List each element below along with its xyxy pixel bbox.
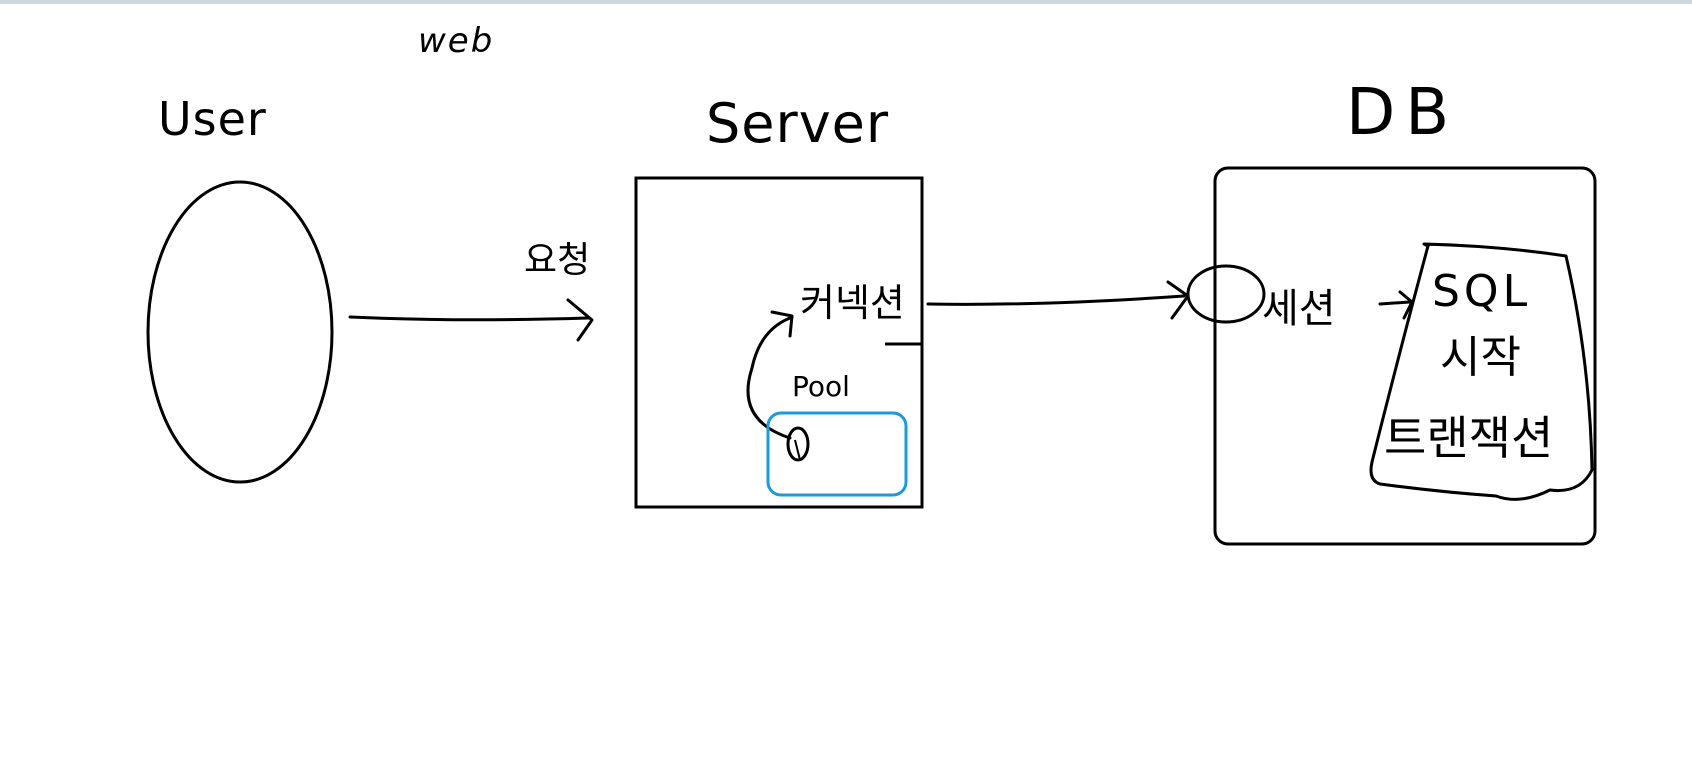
session-circle [1186, 264, 1266, 324]
request-label: 요청 [524, 240, 590, 281]
server-label: Server [706, 92, 889, 155]
sql-label: SQL [1432, 266, 1531, 317]
db-box [1213, 166, 1597, 546]
transaction-label: 트랜잭션 [1384, 411, 1553, 465]
session-to-sql-arrow [1378, 290, 1414, 320]
connection-label: 커넥션 [800, 281, 905, 325]
server-box [634, 176, 924, 509]
session-label: 세션 [1262, 286, 1336, 332]
user-label: User [158, 92, 267, 146]
transaction-blob [1369, 242, 1594, 501]
pool-box [766, 411, 908, 497]
connection-to-session-arrow [926, 280, 1190, 320]
canvas-top-bar [0, 0, 1692, 4]
pool-to-connection-arrow [746, 310, 794, 440]
db-label: DB [1346, 76, 1459, 150]
start-label: 시작 [1440, 332, 1521, 383]
request-arrow [348, 298, 594, 342]
user-ellipse [146, 180, 334, 484]
web-label: web [418, 21, 494, 61]
pool-label: Pool [792, 370, 850, 403]
pooled-connection-icon [786, 426, 810, 462]
